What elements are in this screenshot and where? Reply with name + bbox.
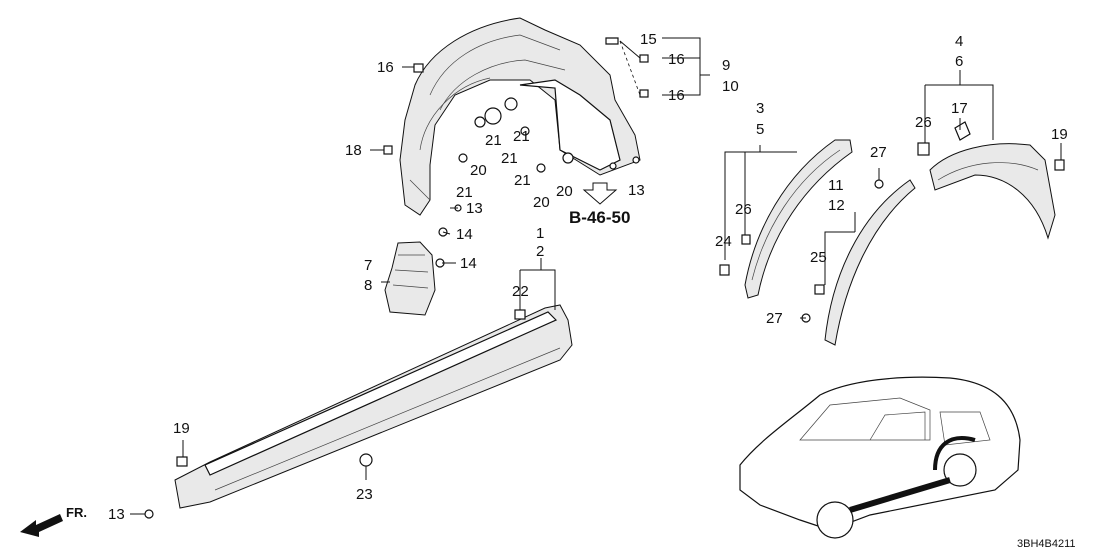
callout-16-left[interactable]: 16 — [377, 59, 394, 76]
callout-14-upper[interactable]: 14 — [456, 226, 473, 243]
callout-7[interactable]: 7 — [364, 257, 372, 274]
callout-20-mid[interactable]: 20 — [533, 194, 550, 211]
callout-20-right[interactable]: 20 — [556, 183, 573, 200]
callout-11[interactable]: 11 — [828, 177, 844, 194]
callout-17[interactable]: 17 — [951, 100, 968, 117]
callout-6[interactable]: 6 — [955, 53, 963, 70]
callout-21-d[interactable]: 21 — [514, 172, 531, 189]
callout-22[interactable]: 22 — [512, 283, 529, 300]
callout-12[interactable]: 12 — [828, 197, 845, 214]
leader-lines — [130, 37, 1062, 515]
callout-26-rear[interactable]: 26 — [915, 114, 932, 131]
callout-24[interactable]: 24 — [715, 233, 732, 250]
fasteners — [144, 37, 1065, 519]
diagram-code: 3BH4B4211 — [1017, 538, 1076, 550]
callout-19-rear[interactable]: 19 — [1051, 126, 1068, 143]
callout-19-sill[interactable]: 19 — [173, 420, 190, 437]
callout-13-sill[interactable]: 13 — [108, 506, 125, 523]
callout-2[interactable]: 2 — [536, 243, 544, 260]
callout-21-b[interactable]: 21 — [513, 128, 530, 145]
side-sill-garnish — [174, 304, 573, 509]
reference-label[interactable]: B-46-50 — [569, 208, 630, 227]
callout-16-lower[interactable]: 16 — [668, 87, 685, 104]
callout-21-a[interactable]: 21 — [485, 132, 502, 149]
front-door-molding — [824, 179, 916, 346]
reference-arrow-icon — [582, 182, 618, 205]
callout-16-upper[interactable]: 16 — [668, 51, 685, 68]
callout-27-lower[interactable]: 27 — [766, 310, 783, 327]
callout-23[interactable]: 23 — [356, 486, 373, 503]
callout-21-c[interactable]: 21 — [501, 150, 518, 167]
callout-1[interactable]: 1 — [536, 225, 544, 242]
callout-8[interactable]: 8 — [364, 277, 372, 294]
callout-18[interactable]: 18 — [345, 142, 362, 159]
callout-25[interactable]: 25 — [810, 249, 827, 266]
callout-10[interactable]: 10 — [722, 78, 739, 95]
mudguard — [384, 241, 436, 316]
vehicle-locator-silhouette — [739, 376, 1021, 539]
front-arch-molding — [744, 139, 853, 299]
callout-20-left[interactable]: 20 — [470, 162, 487, 179]
callout-13-liner-bottom[interactable]: 13 — [466, 200, 483, 217]
callout-26-front[interactable]: 26 — [735, 201, 752, 218]
rear-arch-molding — [929, 143, 1056, 240]
callout-3[interactable]: 3 — [756, 100, 764, 117]
front-direction-arrow-icon — [20, 514, 63, 537]
callout-9[interactable]: 9 — [722, 57, 730, 74]
callout-14-lower[interactable]: 14 — [460, 255, 477, 272]
callout-15[interactable]: 15 — [640, 31, 657, 48]
callout-5[interactable]: 5 — [756, 121, 764, 138]
direction-label: FR. — [66, 505, 87, 520]
callout-4[interactable]: 4 — [955, 33, 963, 50]
callout-13-liner-right[interactable]: 13 — [628, 182, 645, 199]
callout-27-upper[interactable]: 27 — [870, 144, 887, 161]
callout-21-e[interactable]: 21 — [456, 184, 473, 201]
fender-liner — [399, 17, 641, 216]
